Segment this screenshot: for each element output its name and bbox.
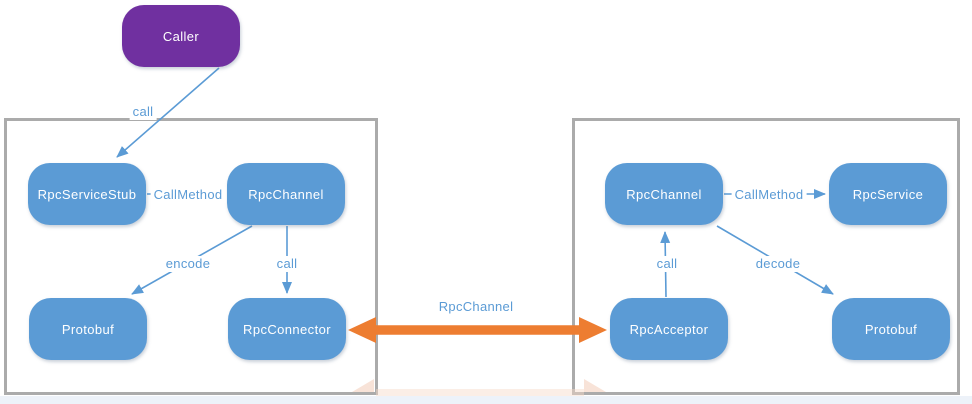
- node-rpc-connector: RpcConnector: [228, 298, 346, 360]
- edge-label-server-callmethod: CallMethod: [731, 187, 807, 203]
- node-server-protobuf-label: Protobuf: [864, 321, 918, 337]
- node-caller-label: Caller: [162, 28, 200, 44]
- node-client-rpc-channel-label: RpcChannel: [248, 186, 324, 202]
- edge-label-caller-call: call: [129, 104, 157, 120]
- edge-label-client-callmethod: CallMethod: [150, 187, 226, 203]
- node-caller: Caller: [122, 5, 240, 67]
- rpc-channel-link-arrow: [348, 317, 607, 343]
- edge-label-rpc-channel-link: RpcChannel: [435, 299, 517, 315]
- node-client-rpc-channel: RpcChannel: [227, 163, 345, 225]
- edge-label-client-call: call: [273, 256, 301, 272]
- node-rpc-service-stub-label: RpcServiceStub: [37, 186, 137, 202]
- node-server-rpc-channel-label: RpcChannel: [626, 186, 702, 202]
- node-rpc-service-label: RpcService: [852, 186, 924, 202]
- node-rpc-service: RpcService: [829, 163, 947, 225]
- node-server-protobuf: Protobuf: [832, 298, 950, 360]
- node-rpc-acceptor-label: RpcAcceptor: [629, 321, 709, 337]
- edge-label-server-call: call: [653, 256, 681, 272]
- bottom-background-strip: [0, 396, 972, 404]
- node-rpc-service-stub: RpcServiceStub: [28, 163, 146, 225]
- node-server-rpc-channel: RpcChannel: [605, 163, 723, 225]
- node-client-protobuf: Protobuf: [29, 298, 147, 360]
- edge-label-encode: encode: [162, 256, 214, 272]
- node-client-protobuf-label: Protobuf: [61, 321, 115, 337]
- node-rpc-acceptor: RpcAcceptor: [610, 298, 728, 360]
- watermark-band: [376, 389, 584, 396]
- node-rpc-connector-label: RpcConnector: [243, 321, 331, 337]
- edge-label-decode: decode: [752, 256, 804, 272]
